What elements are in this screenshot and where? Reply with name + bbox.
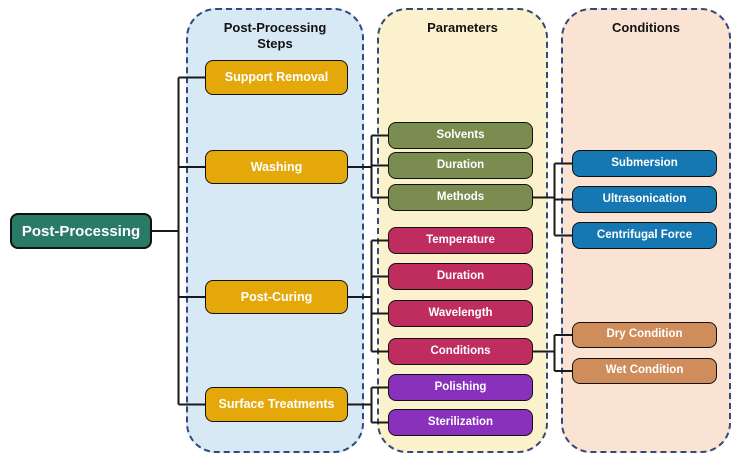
node-wavelength: Wavelength bbox=[388, 300, 533, 327]
node-wet-condition: Wet Condition bbox=[572, 358, 717, 384]
node-methods: Methods bbox=[388, 184, 533, 211]
node-post-processing: Post-Processing bbox=[10, 213, 152, 249]
node-conditions: Conditions bbox=[388, 338, 533, 365]
edge-surface-to-params bbox=[348, 386, 388, 424]
node-solvents: Solvents bbox=[388, 122, 533, 149]
edge-postcuring-to-params bbox=[348, 239, 388, 353]
node-surface-treatments: Surface Treatments bbox=[205, 387, 348, 422]
panel-title-steps: Post-Processing Steps bbox=[223, 20, 327, 52]
node-temperature: Temperature bbox=[388, 227, 533, 254]
node-washing-duration: Duration bbox=[388, 152, 533, 179]
node-centrifugal-force: Centrifugal Force bbox=[572, 222, 717, 249]
node-ultrasonication: Ultrasonication bbox=[572, 186, 717, 213]
node-washing: Washing bbox=[205, 150, 348, 184]
node-curing-duration: Duration bbox=[388, 263, 533, 290]
node-submersion: Submersion bbox=[572, 150, 717, 177]
edge-conditions-to-drywet bbox=[533, 334, 572, 372]
panel-title-parameters: Parameters bbox=[427, 20, 498, 35]
node-polishing: Polishing bbox=[388, 374, 533, 401]
node-support-removal: Support Removal bbox=[205, 60, 348, 95]
node-post-curing: Post-Curing bbox=[205, 280, 348, 314]
edge-root-to-steps bbox=[152, 76, 205, 406]
panel-title-conditions: Conditions bbox=[612, 20, 680, 35]
node-sterilization: Sterilization bbox=[388, 409, 533, 436]
edge-washing-to-params bbox=[348, 134, 388, 199]
node-dry-condition: Dry Condition bbox=[572, 322, 717, 348]
edge-methods-to-conditions bbox=[533, 162, 572, 237]
